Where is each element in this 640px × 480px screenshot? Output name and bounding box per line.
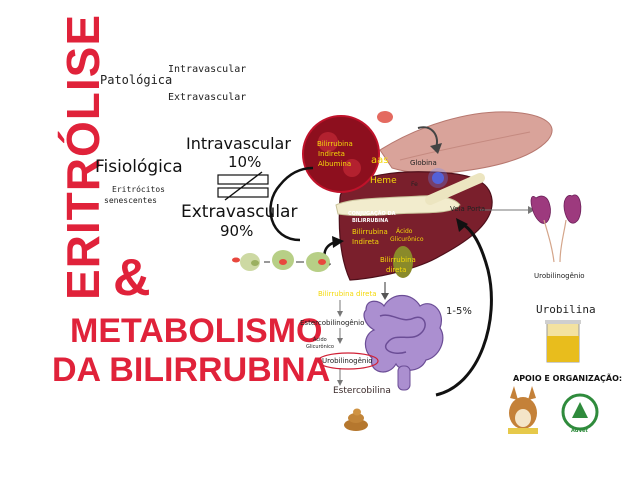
label-patologica: Patológica (100, 73, 173, 87)
macrophage-cells-icon (232, 250, 330, 272)
label-senescentes: senescentes (104, 196, 157, 205)
spleen-icon (379, 111, 553, 175)
urine-cup-icon (545, 320, 581, 363)
label-urobilina: Urobilina (536, 303, 596, 316)
label-advet-logo: AdVet (571, 428, 588, 434)
label-intravascular-percent: 10% (228, 153, 262, 171)
label-bilirrubina-direta-intestine: Bilirrubina direta (318, 290, 377, 298)
advet-logo-icon (561, 393, 599, 431)
label-aas: aas (371, 155, 389, 166)
label-estercobilina: Estercobilina (333, 386, 391, 396)
label-fe: Fe (411, 181, 418, 188)
label-urobilinogenio-intestine: Urobilinogênio (322, 357, 373, 365)
label-conjugacao: CONJUGAÇÃO DA (348, 211, 396, 217)
label-conjugacao-bilirrubina: BILIRRUBINA (352, 218, 389, 224)
label-eritrocitos: Eritrócitos (112, 185, 165, 194)
kidneys-icon (530, 194, 582, 263)
title-ampersand: & (113, 249, 151, 307)
label-extravascular-percent: 90% (220, 222, 254, 240)
label-percent-1-5: 1-5% (446, 306, 472, 317)
title-metabolismo: METABOLISMO (70, 312, 323, 350)
label-urobilinogenio-rim: Urobilinogênio (534, 272, 585, 280)
dog-logo-icon (508, 386, 538, 434)
label-bilirrubina-indireta-liver: Bilirrubina (352, 228, 388, 236)
red-cell-icon (377, 111, 393, 123)
label-intravascular-patologica: Intravascular (168, 64, 247, 75)
label-albumina: Albumina (318, 160, 352, 168)
label-indireta-vessel: Indireta (318, 150, 345, 158)
label-veia-porta: Veia Porta (450, 205, 486, 213)
title-da-bilirrubina: DA BILIRRUBINA (52, 351, 331, 389)
gallbladder-icon (393, 246, 413, 278)
label-glicuronico-intestine: Glicurônico (306, 344, 334, 350)
label-direta-liver: direta (386, 266, 407, 274)
label-extravascular-patologica: Extravascular (168, 92, 247, 103)
label-fisiologica: Fisiológica (95, 157, 183, 177)
label-acido-liver: Ácido (396, 228, 413, 235)
label-bilirrubina-direta-liver: Bilirrubina (380, 256, 416, 264)
percent-divider-icon (217, 171, 269, 201)
label-acido-intestine: Ácido (313, 337, 327, 343)
label-glicuronico-liver: Glicurônico (390, 236, 424, 243)
intestine-icon (363, 294, 444, 373)
label-bilirrubina-indireta-vessel: Bilirrubina (317, 140, 353, 148)
label-intravascular: Intravascular (186, 134, 291, 153)
label-extravascular: Extravascular (181, 202, 298, 222)
stool-icon (344, 408, 368, 431)
label-indireta-liver: Indireta (352, 238, 379, 246)
label-heme: Heme (370, 176, 397, 186)
label-apoio-organizacao: APOIO E ORGANIZAÇÃO: (513, 374, 623, 383)
label-estercobilinogenio: Estercobilinogênio (300, 319, 365, 327)
label-globina: Globina (410, 159, 437, 167)
